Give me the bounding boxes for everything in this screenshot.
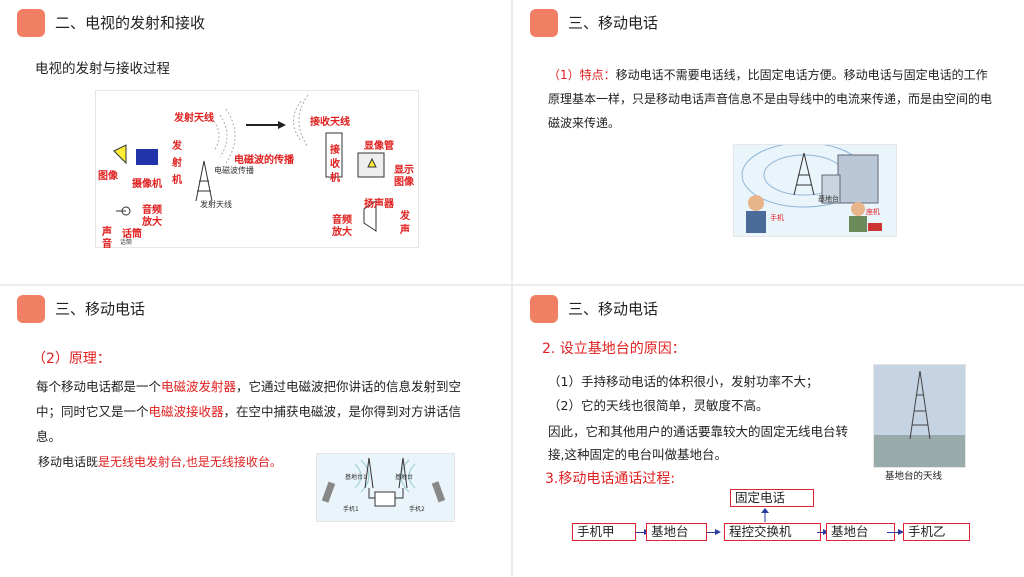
base-station-illustration: 基地台1 基地台 手机1 手机2 (316, 453, 455, 522)
slide-title: 二、电视的发射和接收 (55, 14, 206, 32)
mobile-phone-illustration: 基地台 手机 座机 (733, 142, 897, 237)
label-wave-small: 电磁波传播 (214, 166, 254, 175)
label-voice-2: 声 (400, 225, 410, 236)
label-tx-1: 发 (172, 141, 182, 152)
mobile-illustration-graphics (741, 142, 882, 233)
antenna-graphics (874, 370, 965, 467)
label-mic-small: 话筒 (120, 239, 133, 246)
principle-summary: 移动电话既是无线电发射台,也是无线接收台。 (38, 451, 282, 474)
slide-tv-transmission: 二、电视的发射和接收 电视的发射与接收过程 发射天线 发 射 机 (0, 0, 511, 284)
reason-conclusion: 因此，它和其他用户的通话要靠较大的固定无线电台转接,这种固定的电台叫做基地台。 (548, 424, 849, 462)
up-arrow-icon (761, 508, 769, 522)
label-rx-amp-2: 放大 (332, 227, 352, 238)
antenna-caption: 基地台的天线 (885, 471, 943, 482)
label-rx-antenna: 接收天线 (310, 117, 350, 128)
label-fixed-phone: 座机 (866, 208, 880, 216)
label-display-2: 图像 (394, 177, 414, 188)
label-phone-2: 手机2 (409, 506, 425, 513)
flow-base-1: 基地台 (646, 523, 707, 541)
slide-badge (530, 9, 558, 37)
label-rx-amp-1: 音频 (332, 215, 352, 226)
label-rx-3: 机 (330, 173, 340, 184)
label-phone-1: 手机1 (343, 506, 359, 513)
p1-receiver: 电磁波接收器 (148, 404, 224, 419)
label-base-station: 基地台 (818, 195, 839, 203)
arrow-icon (887, 529, 904, 535)
process-heading: 3.移动电话通话过程: (545, 471, 676, 487)
features-label: （1）特点： (548, 68, 616, 82)
slide-badge (530, 295, 558, 323)
flow-fixed-phone: 固定电话 (730, 489, 814, 507)
slide-base-station: 三、移动电话 2. 设立基地台的原因： （1）手持移动电话的体积很小，发射功率不… (513, 286, 1024, 577)
flow-phone-b: 手机乙 (903, 523, 970, 541)
label-base-1: 基地台1 (345, 474, 367, 481)
label-crt: 显像管 (364, 141, 394, 152)
flow-base-2: 基地台 (826, 523, 895, 541)
label-tx-antenna-small: 发射天线 (200, 200, 232, 209)
label-audio-amp-1: 音频 (142, 205, 162, 216)
arrow-icon (707, 529, 721, 535)
label-tx-2: 射 (172, 158, 182, 169)
tv-transmission-diagram: 发射天线 发 射 机 图像 摄像机 电磁波的传播 电磁波传播 发射天线 音频 放… (95, 90, 419, 250)
label-tx-3: 机 (172, 175, 182, 186)
p1-transmitter: 电磁波发射器 (161, 379, 237, 394)
label-tx-antenna: 发射天线 (174, 113, 214, 124)
p1-a: 每个移动电话都是一个 (36, 379, 162, 394)
diagram-graphics (113, 94, 385, 232)
label-audio-amp-2: 放大 (142, 217, 162, 228)
label-sound-2: 音 (102, 239, 112, 250)
label-base-2: 基地台 (395, 474, 414, 481)
label-mic: 话筒 (122, 229, 142, 240)
label-sound-1: 声 (102, 227, 112, 238)
label-speaker: 扬声器 (364, 199, 394, 210)
label-rx-1: 接 (330, 145, 340, 156)
subtitle: 电视的发射与接收过程 (35, 61, 170, 77)
p1-c: ，它通过电磁波把你讲话的信息发射到空中；同时它又是一个 (36, 379, 462, 419)
principle-heading: （2）原理： (32, 351, 111, 367)
p1-e: ，在空中捕获电磁波，是你得到对方讲话信息。 (36, 404, 462, 444)
label-voice-1: 发 (400, 211, 410, 222)
flow-phone-a: 手机甲 (572, 523, 636, 541)
features-paragraph: （1）特点：移动电话不需要电话线，比固定电话方便。移动电话与固定电话的工作原理基… (548, 63, 993, 135)
slide-title: 三、移动电话 (55, 300, 146, 318)
slide-title: 三、移动电话 (568, 300, 659, 318)
label-rx-2: 收 (330, 159, 340, 170)
features-text: 移动电话不需要电话线，比固定电话方便。移动电话与固定电话的工作原理基本一样，只是… (548, 68, 993, 130)
slide-badge (17, 295, 45, 323)
slide-badge (17, 9, 45, 37)
label-wave: 电磁波的传播 (234, 155, 294, 166)
label-display-1: 显示 (394, 165, 414, 176)
antenna-photo (873, 364, 966, 468)
label-camera: 摄像机 (132, 179, 162, 190)
p2-a: 移动电话既 (38, 455, 99, 469)
slide-mobile-features: 三、移动电话 （1）特点：移动电话不需要电话线，比固定电话方便。移动电话与固定电… (513, 0, 1024, 284)
reason-heading: 2. 设立基地台的原因： (542, 341, 686, 357)
slide-title: 三、移动电话 (568, 14, 659, 32)
reason-line-2: （2）它的天线也很简单，灵敏度不高。 (548, 398, 769, 413)
slide-mobile-principle: 三、移动电话 （2）原理： 每个移动电话都是一个电磁波发射器，它通过电磁波把你讲… (0, 286, 511, 577)
p2-b: 是无线电发射台,也是无线接收台。 (98, 455, 282, 469)
label-image: 图像 (98, 171, 118, 182)
flow-exchange: 程控交换机 (724, 523, 821, 541)
label-mobile: 手机 (770, 214, 784, 222)
reason-line-1: （1）手持移动电话的体积很小，发射功率不大； (548, 374, 819, 389)
base-station-graphics (321, 457, 446, 507)
principle-paragraph: 每个移动电话都是一个电磁波发射器，它通过电磁波把你讲话的信息发射到空中；同时它又… (36, 374, 464, 449)
